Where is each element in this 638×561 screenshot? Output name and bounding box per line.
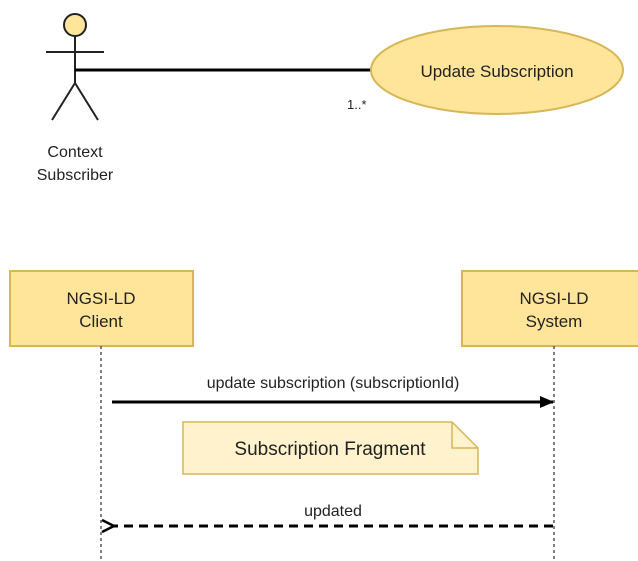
system-box [461,270,638,347]
request-message[interactable]: update subscription (subscriptionId) [112,375,554,408]
note-fold [451,422,478,449]
client-label-line2: Client [79,312,123,331]
note-label: Subscription Fragment [234,439,426,460]
note-subscription-fragment[interactable]: Subscription Fragment [182,421,479,475]
client-box [9,270,194,347]
system-label-line1: NGSI-LD [520,289,589,308]
stick-figure-icon [46,13,104,121]
lifeline-client[interactable]: NGSI-LD Client [9,270,194,561]
multiplicity-label: 1..* [347,97,367,112]
use-case-label: Update Subscription [420,62,573,81]
note-shape [182,421,479,475]
system-label-line2: System [526,312,583,331]
response-message[interactable]: updated [114,503,553,526]
lifeline-system[interactable]: NGSI-LD System [461,270,638,561]
use-case-ellipse [370,25,624,115]
actor-context-subscriber[interactable]: Context Subscriber [37,13,114,184]
actor-label-line2: Subscriber [37,167,114,184]
response-message-label: updated [304,503,362,520]
actor-label-line1: Context [47,144,103,161]
use-case-update-subscription[interactable]: Update Subscription [370,25,624,115]
request-message-label: update subscription (subscriptionId) [207,375,460,392]
client-label-line1: NGSI-LD [67,289,136,308]
